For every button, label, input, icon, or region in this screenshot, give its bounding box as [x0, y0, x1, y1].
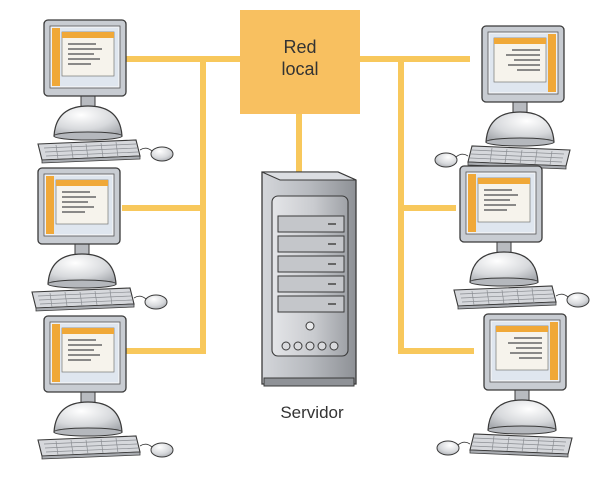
desktop-computer-icon	[434, 25, 571, 170]
desktop-computer-icon	[453, 165, 590, 310]
desktop-computer-icon	[436, 313, 573, 458]
desktop-computer-icon	[37, 19, 174, 164]
server-label: Servidor	[280, 403, 344, 422]
network-hub-box: Red local	[240, 10, 360, 114]
network-links	[122, 56, 474, 354]
hub-label-line2: local	[281, 59, 318, 79]
desktop-computer-icon	[31, 167, 168, 312]
hub-label-line1: Red	[283, 37, 316, 57]
tower-server-icon: Servidor	[261, 171, 357, 422]
desktop-computer-icon	[37, 315, 174, 460]
